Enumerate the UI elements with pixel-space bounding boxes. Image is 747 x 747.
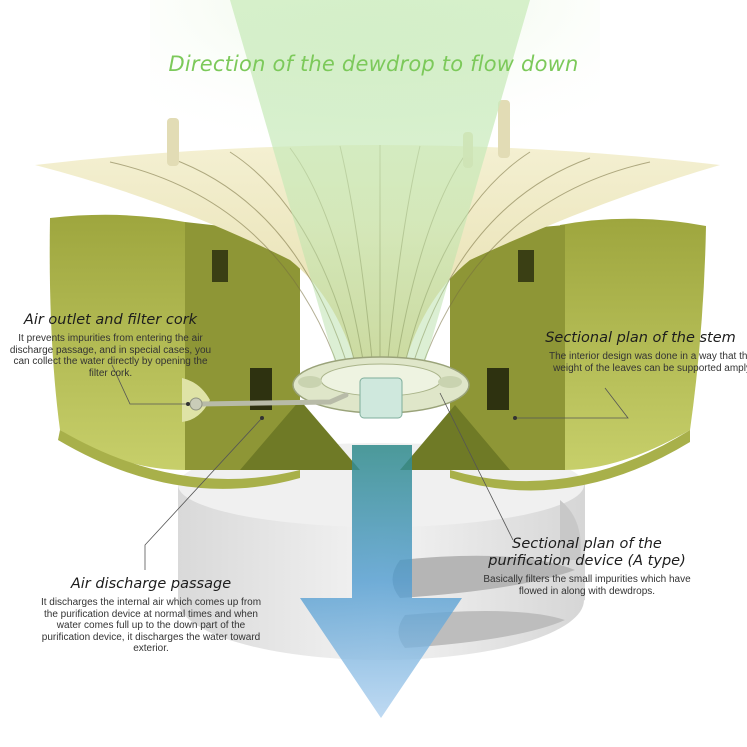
purification-device	[292, 356, 470, 419]
flow-direction-title: Direction of the dewdrop to flow down	[168, 52, 579, 76]
leader-dot-discharge	[260, 416, 264, 420]
callout-air-discharge-body: It discharges the internal air which com…	[40, 597, 262, 655]
callout-air-outlet: Air outlet and filter cork It prevents i…	[8, 312, 213, 379]
leader-dot-stem	[513, 416, 517, 420]
flow-direction-arrow	[300, 445, 462, 718]
callout-air-outlet-body: It prevents impurities from entering the…	[9, 333, 212, 379]
callout-purification-heading-line1: Sectional plan of the	[512, 536, 662, 552]
callout-stem-heading: Sectional plan of the stem	[545, 330, 736, 346]
callout-purification: Sectional plan of the purification devic…	[482, 536, 692, 597]
callout-purification-heading: Sectional plan of the purification devic…	[482, 536, 692, 570]
callout-stem: Sectional plan of the stem The interior …	[534, 330, 747, 374]
callout-purification-body: Basically filters the small impurities w…	[483, 574, 691, 597]
housing-window-left	[250, 368, 272, 410]
callout-stem-body-line2: weight of the leaves can be supported am…	[553, 362, 747, 374]
callout-air-discharge: Air discharge passage It discharges the …	[36, 576, 266, 655]
base-slot-upper	[392, 555, 575, 598]
callout-air-discharge-heading: Air discharge passage	[70, 576, 232, 592]
callout-purification-heading-line2: purification device (A type)	[488, 553, 686, 569]
callout-air-outlet-heading: Air outlet and filter cork	[23, 312, 198, 328]
stem-housing	[49, 214, 706, 491]
leader-lines	[111, 364, 629, 570]
leader-dot-outlet	[186, 402, 190, 406]
dewdrop-beam	[230, 0, 530, 380]
callout-stem-body-line1: The interior design was done in a way th…	[548, 351, 747, 362]
housing-window-right	[487, 368, 509, 410]
